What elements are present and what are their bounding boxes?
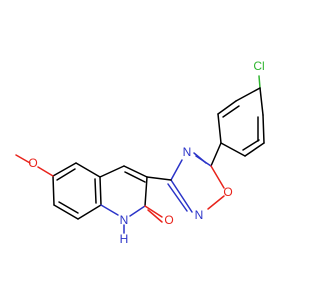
bond-c3-c4-double bbox=[124, 171, 146, 183]
bond-c7-c8 bbox=[53, 204, 79, 220]
bond-oxadiazole-quinolinone bbox=[146, 176, 172, 181]
bond-c5-c6-double bbox=[56, 168, 76, 181]
bond-ring-c bbox=[217, 100, 237, 115]
bond-ring-a bbox=[235, 87, 261, 102]
bond-c3-c4 bbox=[123, 165, 148, 178]
bond-n2-c3-double bbox=[167, 183, 188, 212]
chlorine-label: Cl bbox=[253, 59, 264, 73]
methoxy-oxygen-label: O bbox=[28, 156, 37, 170]
bond-c7-c8-double bbox=[58, 201, 79, 214]
oxadiazole-n4-label: N bbox=[183, 145, 192, 159]
bond-c3-c2 bbox=[144, 176, 148, 207]
bond-c4a-c5 bbox=[75, 162, 101, 178]
chlorophenyl-ring bbox=[217, 75, 265, 157]
bond-ring-g bbox=[262, 114, 265, 144]
bond-ring-b bbox=[259, 87, 264, 116]
bond-c8a-n1 bbox=[100, 204, 119, 216]
bond-o-ch3 bbox=[15, 154, 31, 164]
oxadiazole-n2-label: N bbox=[195, 208, 204, 222]
quinolinone-nitrogen-label: N bbox=[120, 213, 129, 227]
bond-ring-e bbox=[220, 142, 246, 157]
methoxy-group bbox=[15, 154, 54, 177]
oxadiazole-ring bbox=[167, 152, 225, 213]
bond-c2-o bbox=[144, 205, 163, 218]
bond-n1-c2 bbox=[129, 205, 146, 217]
bond-c5-c6 bbox=[52, 162, 77, 177]
bond-o1-n2 bbox=[207, 195, 225, 210]
bond-c4-c4a bbox=[99, 165, 125, 178]
bond-ring-f-double bbox=[242, 139, 260, 151]
bond-ring-f bbox=[244, 142, 265, 157]
bond-c5-o1 bbox=[210, 165, 225, 189]
bond-c4a-c8a-double bbox=[94, 178, 97, 204]
bond-ring-d bbox=[217, 113, 222, 144]
bond-c8-c8a bbox=[77, 204, 102, 220]
bond-n4-c3 bbox=[170, 159, 183, 181]
bond-c2-o-double bbox=[147, 209, 163, 223]
quinolinone-ring-system bbox=[52, 162, 163, 234]
bond-c6-c7 bbox=[52, 175, 55, 206]
bond-c5-n4-double bbox=[193, 152, 207, 164]
quinolinone-nh-hydrogen-label: H bbox=[120, 232, 129, 246]
bond-aryl-oxadiazole bbox=[210, 142, 222, 167]
bond-n2-c3 bbox=[170, 179, 193, 213]
bond-c-cl bbox=[258, 75, 261, 89]
chemical-structure-diagram: Cl N O N O N H O bbox=[15, 59, 265, 246]
bond-ring-c-double bbox=[222, 105, 240, 118]
carbonyl-oxygen-label: O bbox=[164, 213, 173, 227]
bond-c6-o bbox=[37, 166, 54, 177]
oxadiazole-o1-label: O bbox=[223, 185, 232, 199]
bond-c4a-c8a bbox=[99, 176, 102, 206]
